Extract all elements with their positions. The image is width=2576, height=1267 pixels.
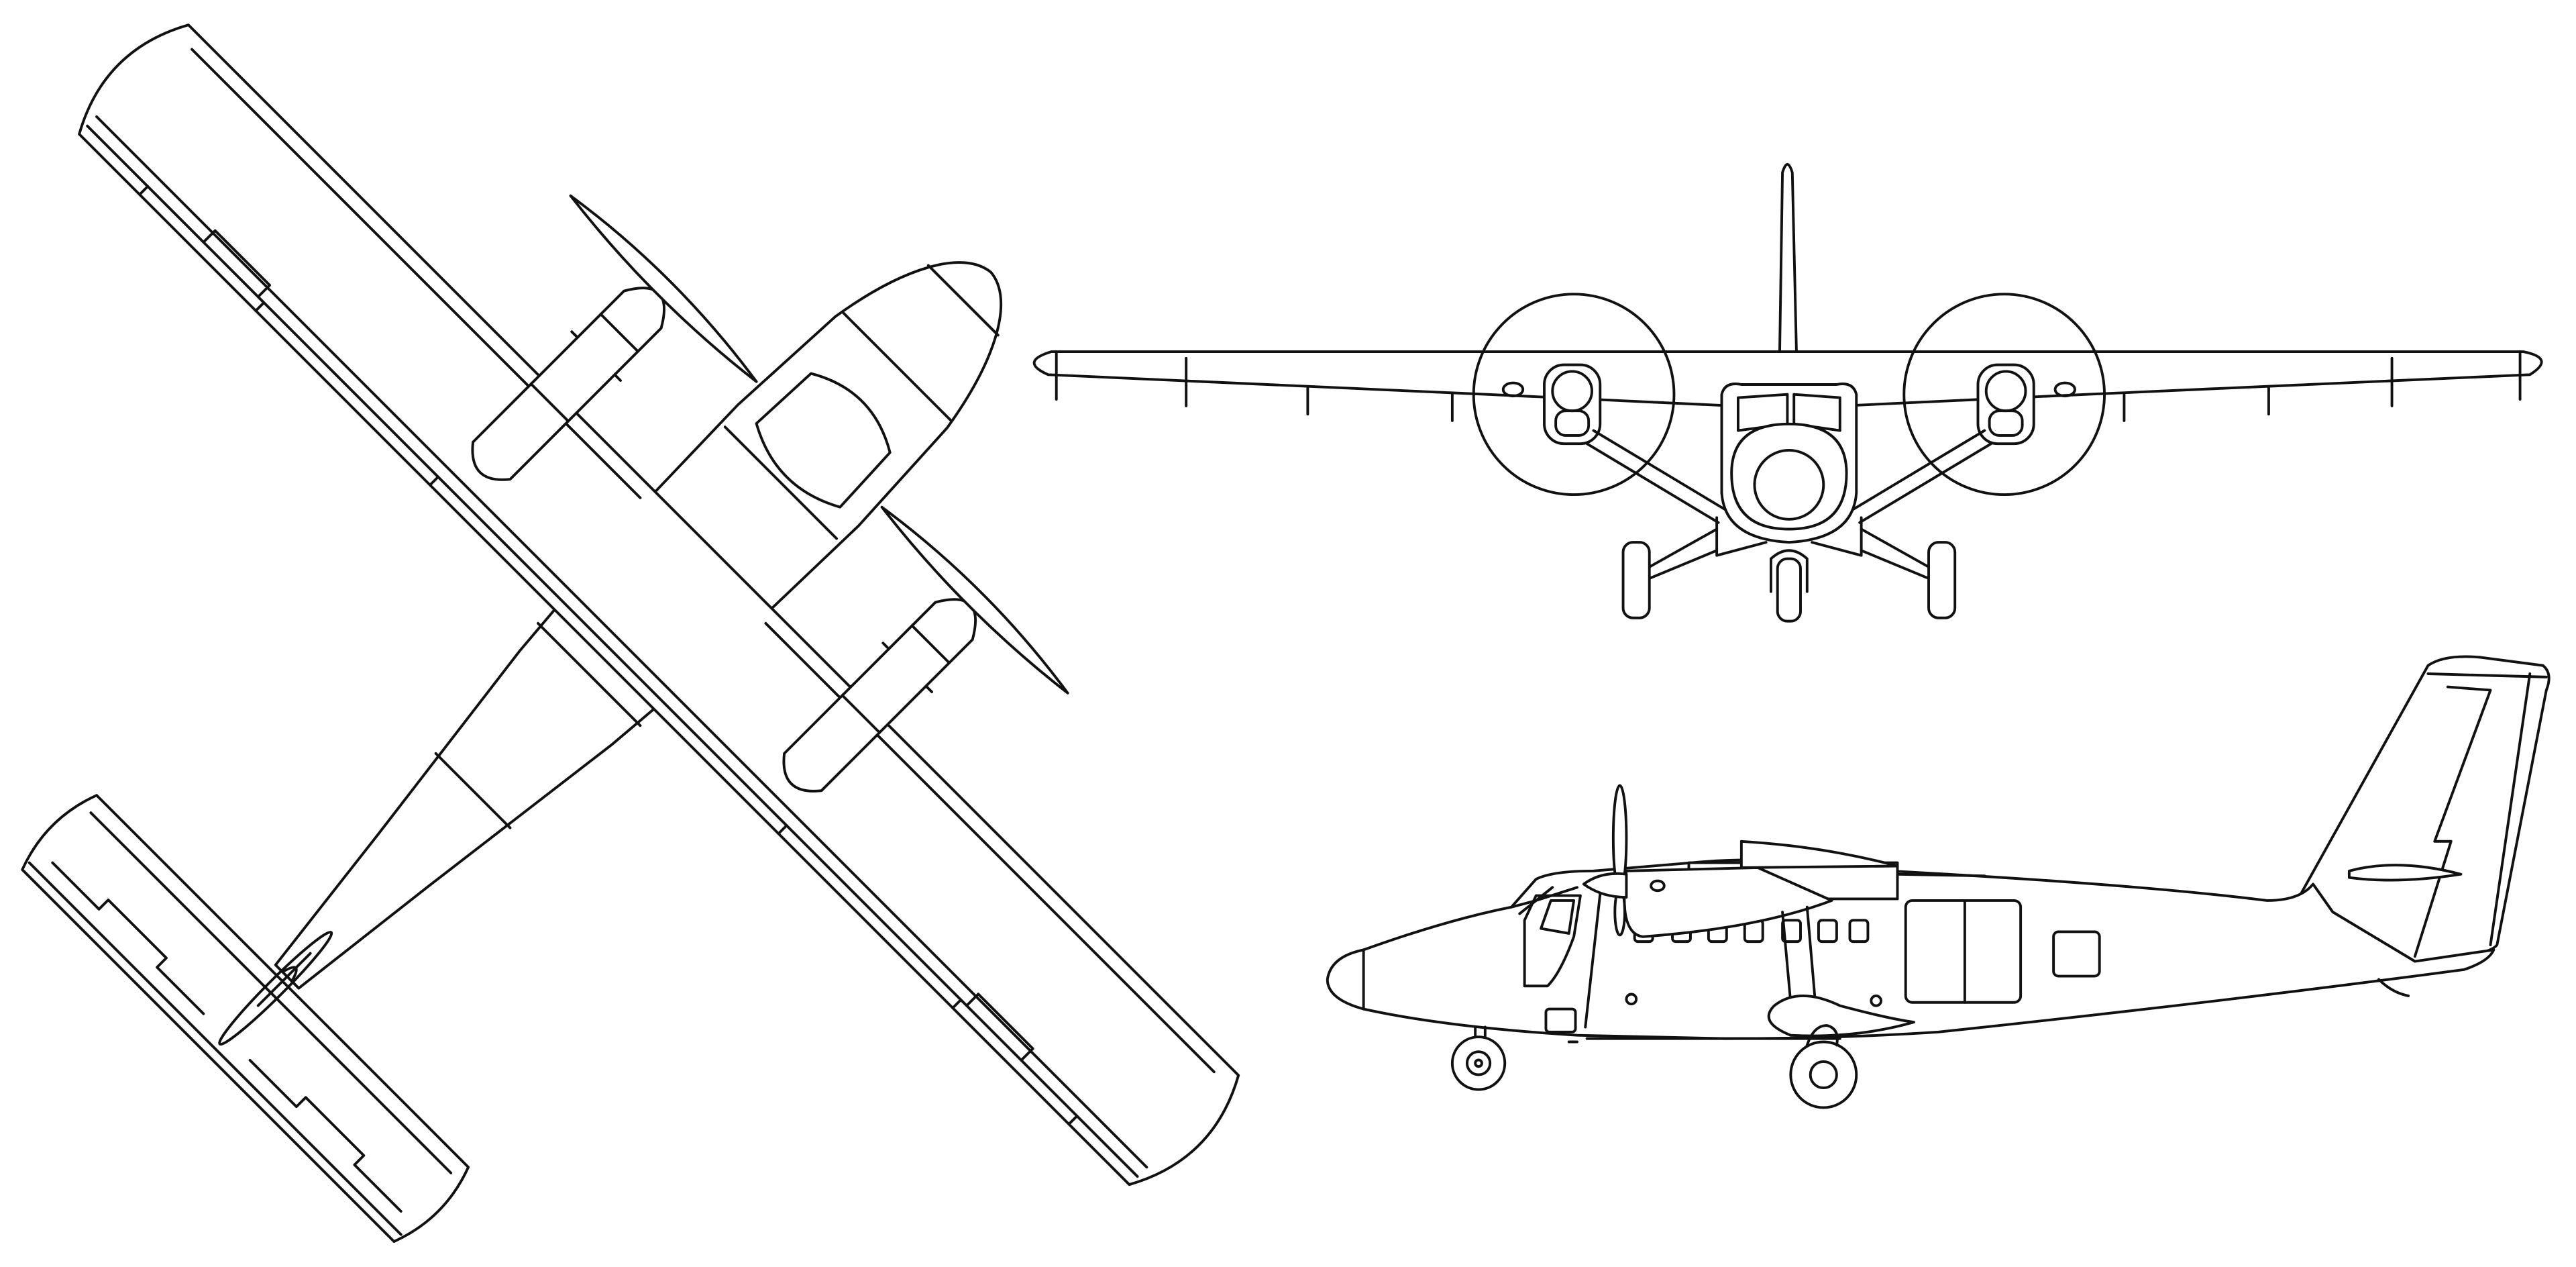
front-view — [1032, 162, 2543, 623]
right-engine-nacelle — [782, 505, 1069, 793]
front-fin — [1778, 162, 1799, 388]
top-view — [21, 23, 1240, 1243]
left-propeller-disc — [1472, 293, 1676, 497]
right-propeller — [880, 505, 1069, 695]
front-wing — [1032, 350, 2543, 422]
left-engine-nacelle — [471, 194, 758, 481]
side-view — [1326, 655, 2551, 1109]
left-propeller — [569, 194, 758, 383]
side-wing-and-engine — [1582, 784, 1986, 1037]
side-tailplane — [2347, 864, 2463, 882]
side-fin — [2298, 655, 2551, 963]
front-struts-and-gear — [1585, 429, 1993, 623]
front-fuselage — [1720, 383, 1858, 544]
side-cargo-door — [1904, 899, 2023, 1004]
front-engines — [1543, 363, 2035, 446]
right-propeller-disc — [1902, 293, 2106, 497]
side-landing-gear — [1450, 1024, 1858, 1109]
